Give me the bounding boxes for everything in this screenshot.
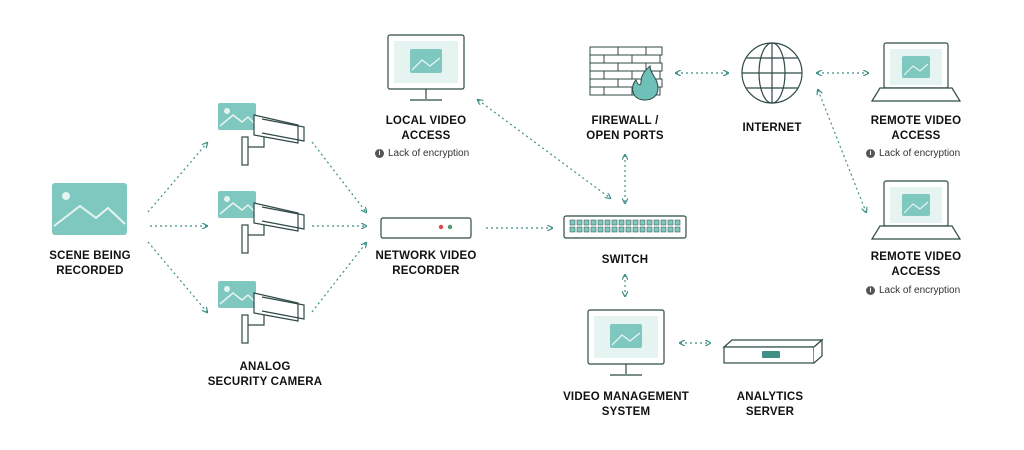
local-access-label-line1: LOCAL VIDEO (385, 115, 467, 127)
scene-label: SCENE BEING RECORDED (40, 249, 140, 279)
switch-port (632, 226, 639, 233)
remote-access-1-label-line2: ACCESS (891, 130, 941, 142)
globe-icon (741, 42, 803, 104)
scene-image-icon (52, 183, 127, 235)
analytics-label: ANALYTICS SERVER (720, 390, 820, 420)
remote-access-1-label: REMOTE VIDEO ACCESS (860, 114, 972, 144)
switch-port (590, 226, 597, 233)
scene-label-line1: SCENE BEING (49, 250, 131, 262)
nvr-device-icon (380, 217, 472, 239)
switch-port (674, 219, 681, 226)
switch-port (660, 226, 667, 233)
remote-access-2-note-text: Lack of encryption (879, 285, 961, 296)
firewall-label-line2: OPEN PORTS (586, 130, 664, 142)
remote-access-2-label-line1: REMOTE VIDEO (870, 251, 962, 263)
switch-port (646, 219, 653, 226)
monitor-icon (387, 34, 465, 101)
analytics-label-line1: ANALYTICS (736, 391, 804, 403)
remote-access-1-label-line1: REMOTE VIDEO (870, 115, 962, 127)
remote-access-2-note: i Lack of encryption (866, 285, 960, 296)
nvr-label: NETWORK VIDEO RECORDER (366, 249, 486, 279)
switch-port (590, 219, 597, 226)
switch-port (569, 219, 576, 226)
switch-port (569, 226, 576, 233)
nvr-label-line1: NETWORK VIDEO (375, 250, 477, 262)
remote-access-2-label: REMOTE VIDEO ACCESS (860, 250, 972, 280)
security-camera-icon (218, 281, 305, 344)
switch-port (618, 219, 625, 226)
local-access-label-line2: ACCESS (401, 130, 451, 142)
switch-port (576, 226, 583, 233)
switch-port (611, 219, 618, 226)
arrow-camera-bottom-to-nvr (311, 243, 366, 313)
switch-port (653, 219, 660, 226)
camera-label: ANALOG SECURITY CAMERA (200, 360, 330, 390)
switch-port (576, 219, 583, 226)
switch-port (667, 219, 674, 226)
connectors (147, 73, 868, 343)
remote-access-1-note: i Lack of encryption (866, 148, 960, 159)
remote-access-1-note-text: Lack of encryption (879, 148, 961, 159)
switch-port (674, 226, 681, 233)
switch-label: SWITCH (575, 253, 675, 268)
scene-label-line2: RECORDED (56, 265, 124, 277)
switch-port (611, 226, 618, 233)
info-icon: i (866, 286, 875, 295)
camera-label-line2: SECURITY CAMERA (207, 376, 323, 388)
arrow-internet-remote-2 (818, 90, 866, 212)
switch-port (653, 226, 660, 233)
switch-port (639, 226, 646, 233)
switch-port (625, 226, 632, 233)
server-icon (722, 338, 824, 364)
camera-label-line1: ANALOG (239, 361, 291, 373)
switch-port (632, 219, 639, 226)
local-access-label: LOCAL VIDEO ACCESS (371, 114, 481, 144)
switch-port (618, 226, 625, 233)
switch-port (639, 219, 646, 226)
vms-label-line1: VIDEO MANAGEMENT (563, 391, 689, 403)
arrow-scene-to-camera-top (147, 143, 207, 213)
arrow-scene-to-camera-bottom (147, 241, 207, 312)
switch-port (667, 226, 674, 233)
firewall-icon (589, 46, 663, 101)
laptop-icon (870, 42, 962, 102)
info-icon: i (375, 149, 384, 158)
vms-label: VIDEO MANAGEMENT SYSTEM (556, 390, 696, 420)
switch-port (646, 226, 653, 233)
switch-port (604, 226, 611, 233)
network-switch-icon (563, 215, 687, 239)
monitor-icon (587, 309, 665, 376)
local-access-note-text: Lack of encryption (388, 148, 470, 159)
analytics-label-line2: SERVER (745, 406, 795, 418)
info-icon: i (866, 149, 875, 158)
firewall-label-line1: FIREWALL / (591, 115, 659, 127)
security-camera-icon (218, 191, 305, 254)
laptop-icon (870, 180, 962, 240)
switch-label-line1: SWITCH (601, 254, 649, 266)
nvr-label-line2: RECORDER (392, 265, 460, 277)
internet-label-line1: INTERNET (742, 122, 802, 134)
vms-label-line2: SYSTEM (601, 406, 651, 418)
switch-port (625, 219, 632, 226)
switch-port (583, 219, 590, 226)
switch-port (597, 226, 604, 233)
switch-port (597, 219, 604, 226)
internet-label: INTERNET (722, 121, 822, 136)
switch-port (583, 226, 590, 233)
local-access-note: i Lack of encryption (375, 148, 469, 159)
firewall-label: FIREWALL / OPEN PORTS (575, 114, 675, 144)
security-camera-icon (218, 103, 305, 166)
switch-port (604, 219, 611, 226)
switch-port (660, 219, 667, 226)
remote-access-2-label-line2: ACCESS (891, 266, 941, 278)
arrow-camera-top-to-nvr (311, 141, 366, 212)
